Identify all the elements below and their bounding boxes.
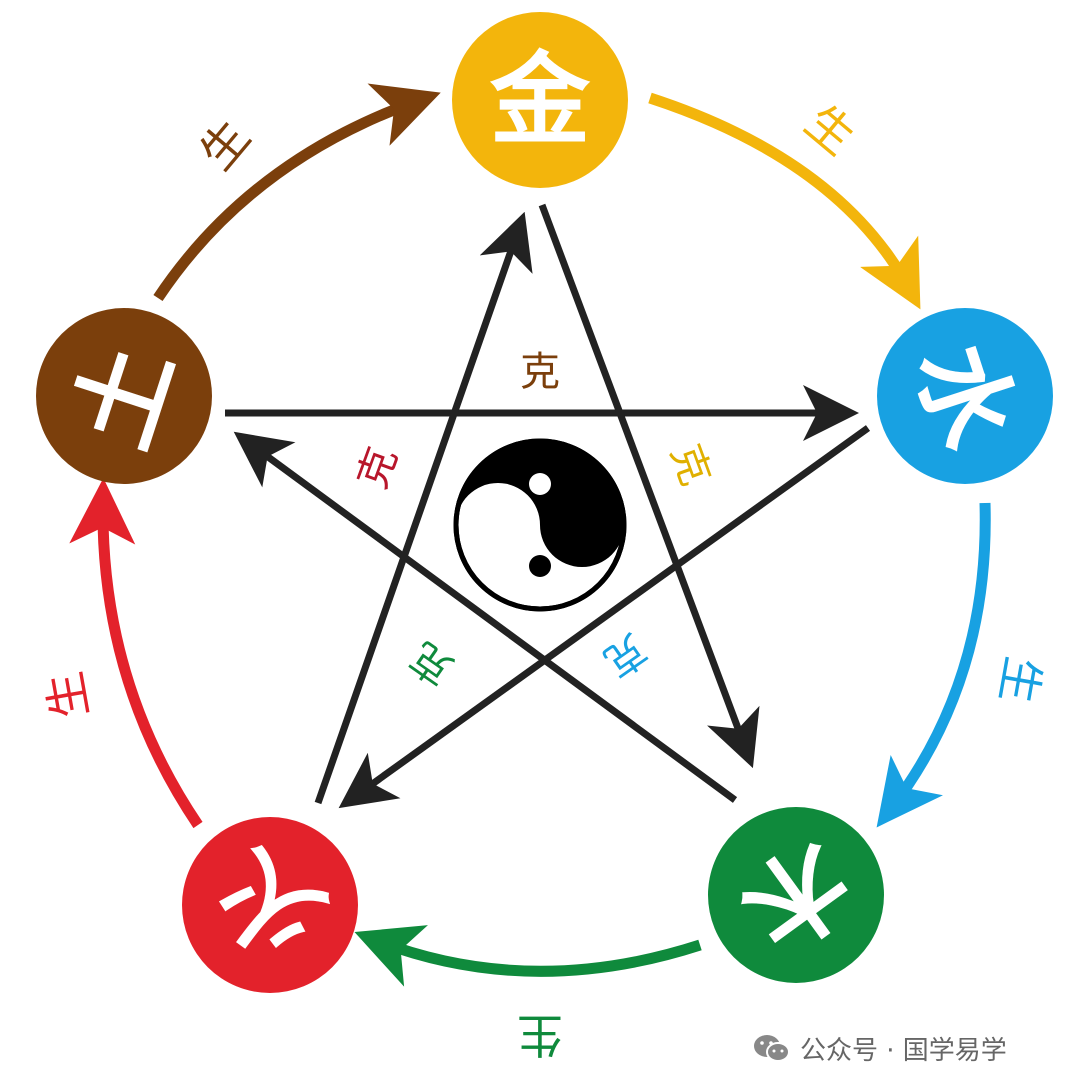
arrow-earth-to-metal [153,83,441,302]
ke-label-left: 克 [350,441,407,494]
ke-line-wood-to-earth [233,431,738,803]
wechat-icon [754,1034,790,1062]
element-wood: 木 [708,807,884,983]
element-earth: 土 [36,308,212,484]
arrow-metal-to-water [648,92,921,310]
ke-line-water-to-fire [338,425,871,809]
yin-yang-icon [453,438,627,612]
gen-label-earth-metal: 生 [190,110,261,180]
watermark-text: 公众号 · 国学易学 [800,1036,1007,1066]
gen-label-metal-water: 生 [795,95,865,166]
ke-label-top: 克 [520,349,560,395]
gen-label-wood-fire: 生 [517,1008,563,1062]
element-metal-char: 金 [489,42,591,159]
element-metal: 金 [452,12,628,188]
ke-line-fire-to-metal [314,211,533,805]
gen-label-water-wood: 生 [989,653,1050,708]
watermark: 公众号 · 国学易学 [752,1030,1007,1067]
element-fire: 火 [182,817,358,993]
gen-label-fire-earth: 生 [37,668,98,723]
arrow-water-to-wood [876,502,991,828]
ke-label-bottom-left: 克 [402,633,461,694]
arrow-fire-to-earth [69,478,203,829]
ke-line-metal-to-wood [538,203,760,769]
element-water: 水 [877,308,1053,484]
ke-label-bottom-right: 克 [595,625,654,686]
ke-label-right: 克 [662,438,719,491]
arrow-wood-to-fire [354,925,702,987]
